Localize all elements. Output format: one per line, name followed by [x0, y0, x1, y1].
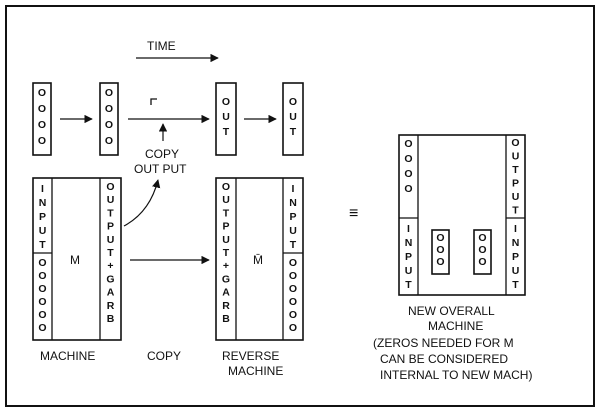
figure-frame	[5, 5, 595, 407]
top-cell-1	[32, 82, 52, 156]
new-machine-caption-line1: NEW OVERALL	[408, 304, 495, 318]
reverse-label-mbar: M̄	[253, 253, 263, 267]
copy-output-label-line1: COPY	[145, 147, 179, 161]
machine-outline	[32, 177, 122, 341]
equivalence-symbol: ≡	[349, 205, 358, 222]
top-cell-2	[99, 82, 119, 156]
new-inner-zeros-right-box	[473, 229, 492, 275]
time-label: TIME	[147, 39, 176, 53]
label-reverse: REVERSE	[222, 349, 279, 363]
top-cell-out-1	[215, 82, 237, 156]
new-machine-note-line3: INTERNAL TO NEW MACH)	[380, 368, 532, 382]
reverse-machine-outline	[215, 177, 304, 341]
top-cell-out-2	[282, 82, 304, 156]
new-machine-outline	[398, 134, 526, 296]
copy-output-label-line2: OUT PUT	[134, 162, 187, 176]
label-machine: MACHINE	[40, 349, 95, 363]
label-reverse-machine: MACHINE	[228, 364, 283, 378]
new-machine-note-line1: (ZEROS NEEDED FOR M	[373, 336, 514, 350]
new-machine-caption-line2: MACHINE	[428, 319, 483, 333]
new-machine-note-line2: CAN BE CONSIDERED	[380, 352, 508, 366]
curved-copy-arrow	[123, 179, 161, 227]
new-inner-zeros-left-box	[431, 229, 450, 275]
corner-mark	[150, 98, 157, 105]
machine-label-m: M	[70, 253, 80, 267]
label-copy: COPY	[147, 349, 181, 363]
